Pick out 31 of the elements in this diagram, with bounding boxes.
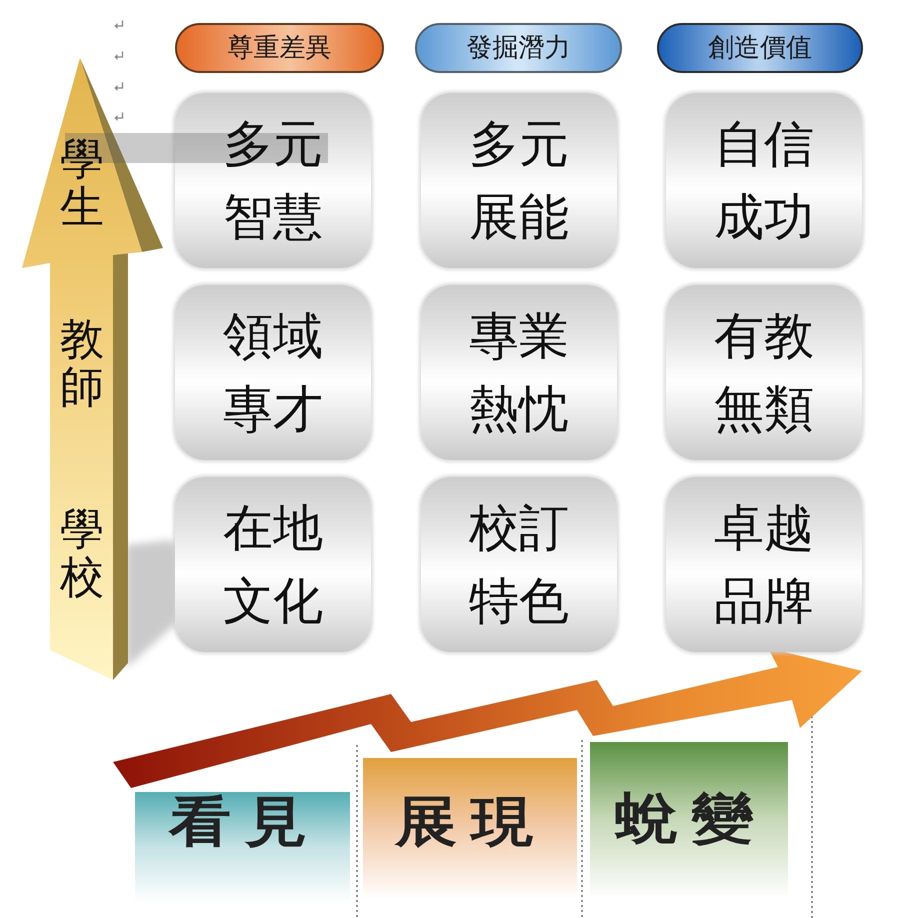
concept-card: [175, 93, 371, 268]
stage-label: 展現: [395, 794, 547, 851]
stage-label: 蛻變: [615, 791, 767, 848]
stage-label: 看見: [169, 794, 321, 851]
header-pill: [657, 23, 863, 73]
card-text: 卓越品牌: [713, 498, 815, 632]
card-text: 在地文化: [222, 498, 324, 632]
header-pill: [415, 23, 622, 73]
card-text: 專業熱忱: [468, 306, 570, 440]
concept-card: [666, 93, 862, 268]
concept-card: [666, 477, 862, 652]
header-text: 發掘潛力: [466, 34, 570, 62]
card-text: 自信成功: [713, 114, 815, 248]
card-text: 領域專才: [222, 306, 324, 440]
card-text: 校訂特色: [468, 498, 570, 632]
header-pill: [175, 23, 384, 73]
concept-card: [666, 285, 862, 460]
arrow-label: 學生: [60, 136, 104, 233]
card-text: 多元展能: [468, 114, 570, 248]
card-text: 多元智慧: [222, 114, 324, 248]
card-text: 有教無類: [713, 306, 815, 440]
arrow-label: 教師: [60, 316, 104, 413]
concept-card: [421, 93, 617, 268]
concept-card: [421, 477, 617, 652]
concept-card: [421, 285, 617, 460]
concept-card: [175, 285, 371, 460]
header-text: 尊重差異: [228, 34, 332, 62]
arrow-label: 學校: [60, 506, 104, 603]
upward-arrow: [22, 58, 163, 681]
header-text: 創造價值: [708, 34, 812, 62]
concept-card: [175, 477, 371, 652]
